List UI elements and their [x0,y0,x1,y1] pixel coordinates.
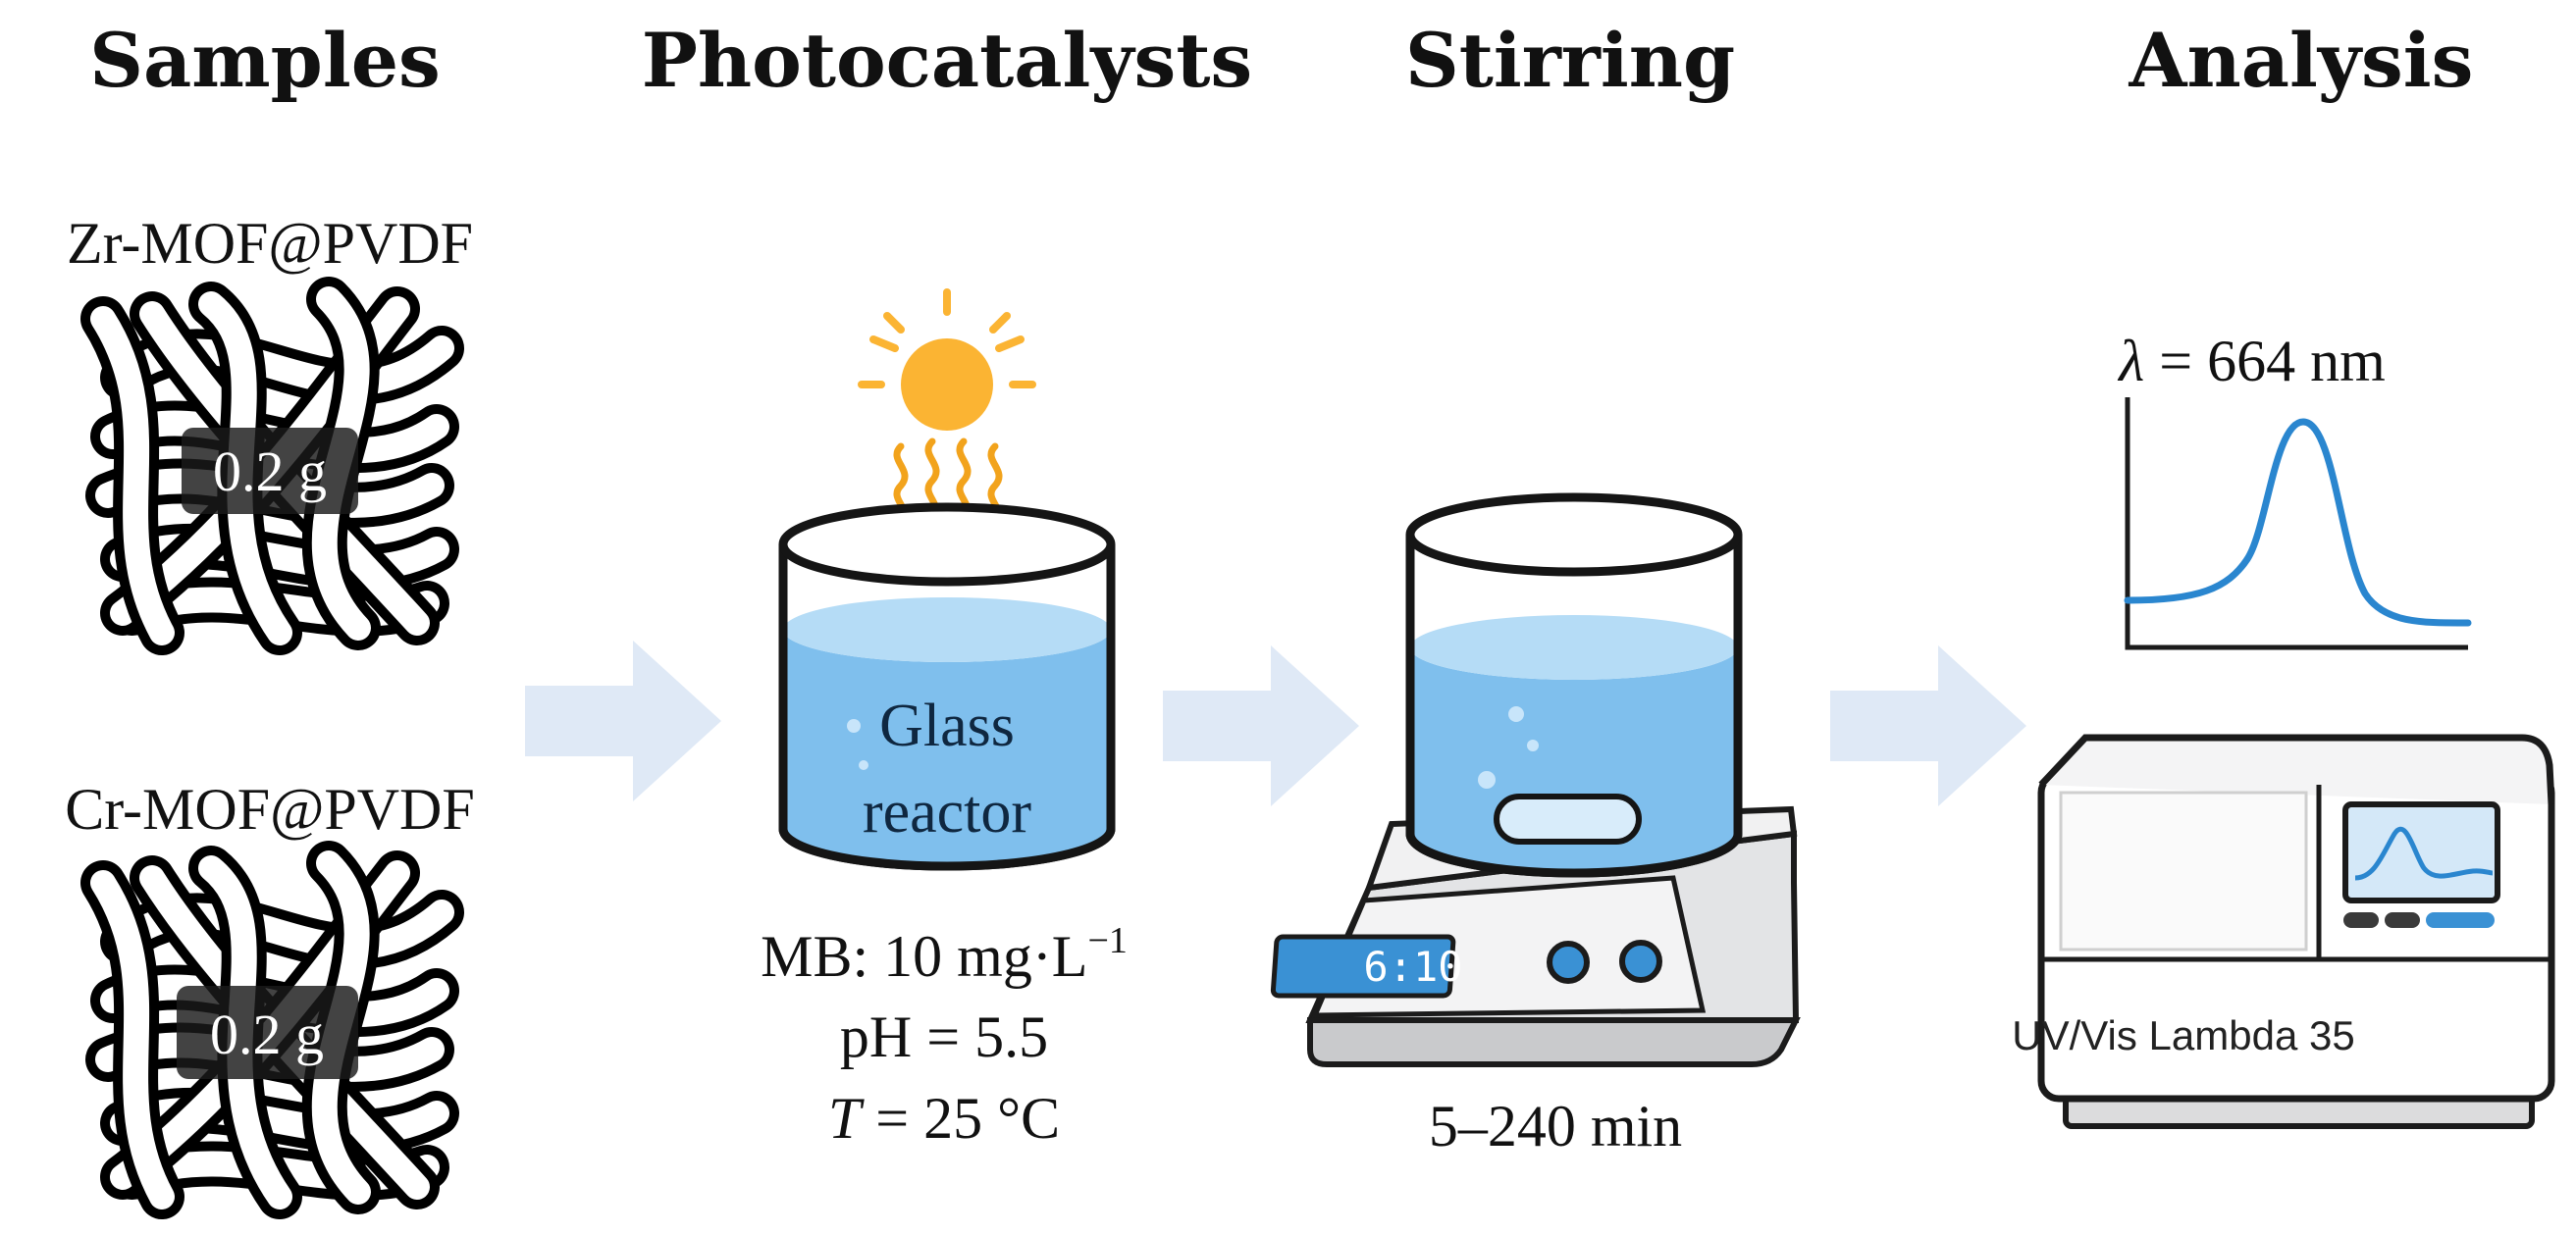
spectrometer-screen [2342,801,2500,903]
control-button [2426,912,2495,928]
header-analysis: Analysis [2129,17,2474,104]
mass-badge [182,428,358,514]
reactor-label-line2: reactor [863,779,1031,846]
sample-cr-label: Cr-MOF@PVDF [65,777,474,842]
lcd-display: 6:10 [1270,934,1463,999]
header-samples: Samples [89,17,441,104]
timer-readout: 6:10 [1363,943,1462,991]
control-button [2343,912,2379,928]
temperature-value: T = 25 °C [828,1086,1060,1151]
flow-arrow-3 [1830,645,2026,806]
header-photocatalysts: Photocatalysts [642,17,1252,104]
knob-icon [1619,940,1662,983]
knob-icon [1547,941,1590,984]
sun-icon [858,288,1036,431]
sample-zr: Zr-MOF@PVDF 0.2 g [67,211,473,633]
glass-reactor-icon [778,502,1116,871]
mass-badge [177,986,358,1079]
sample-zr-label: Zr-MOF@PVDF [67,211,473,276]
control-button [2385,912,2420,928]
absorbance-plot [2124,397,2472,650]
flow-arrow-1 [525,641,721,801]
sample-cr: Cr-MOF@PVDF 0.2 g [65,777,475,1197]
beaker-icon [1405,492,1743,878]
flow-arrow-2 [1163,645,1359,806]
sample-cr-mass: 0.2 g [210,1003,324,1066]
reactor-label-line1: Glass [879,693,1015,759]
mb-concentration: MB: 10 mg·L−1 [761,920,1128,989]
stir-bar-icon [1494,794,1642,845]
uv-vis-spectrometer-icon: UV/Vis Lambda 35 [2012,734,2555,1129]
sample-zr-mass: 0.2 g [213,439,327,503]
wavelength-label: λ = 664 nm [2117,329,2386,393]
stirring-time-range: 5–240 min [1429,1094,1682,1158]
instrument-label: UV/Vis Lambda 35 [2012,1012,2354,1058]
ph-value: pH = 5.5 [840,1004,1048,1069]
header-stirring: Stirring [1405,17,1735,104]
